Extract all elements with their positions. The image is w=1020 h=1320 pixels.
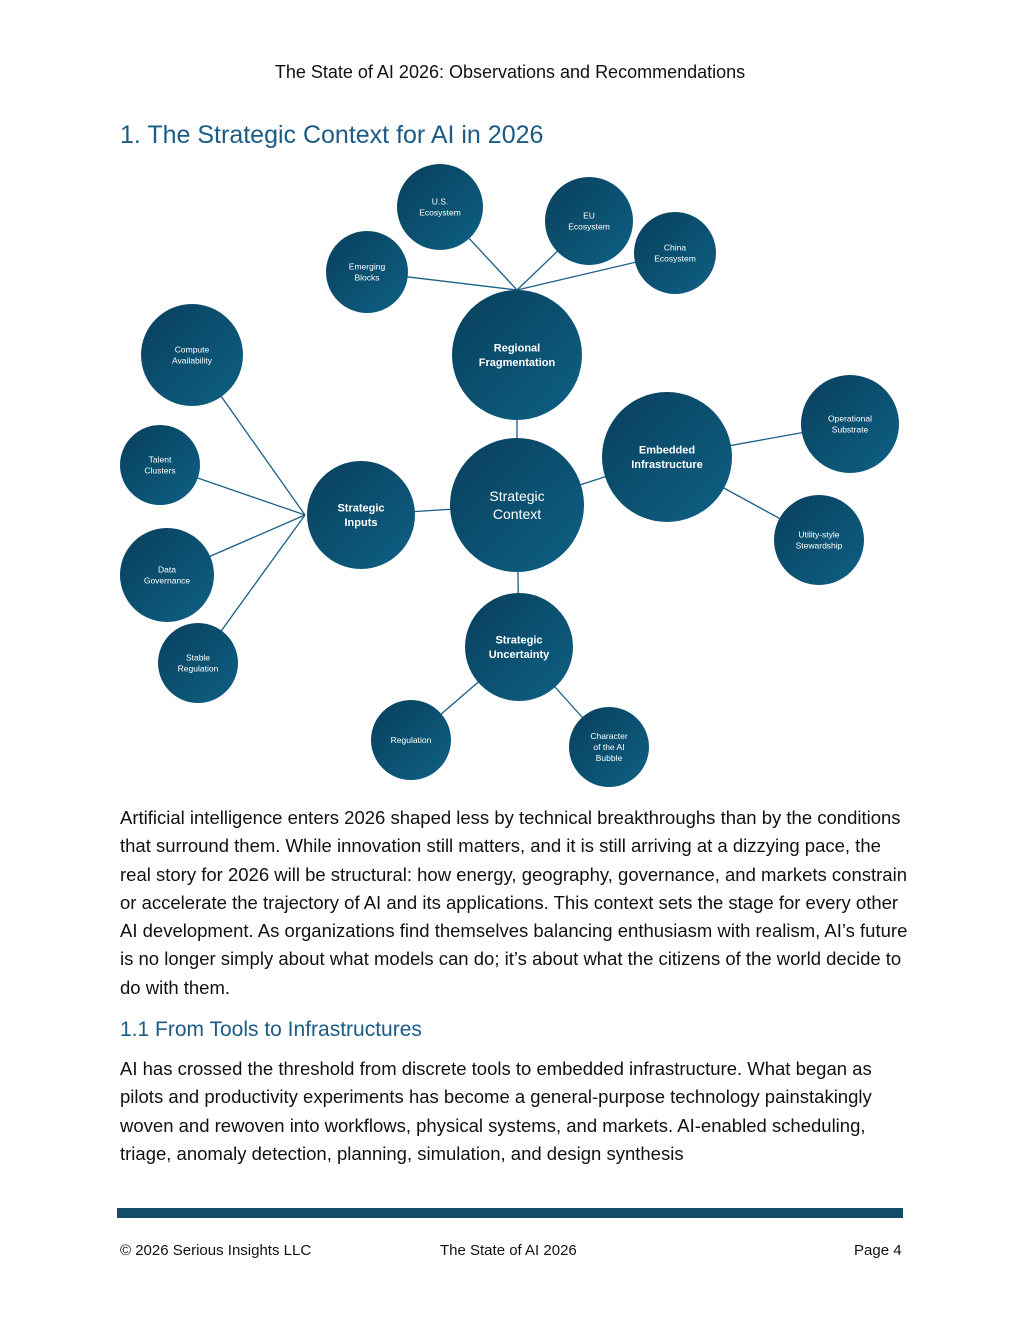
- node-label: Stable: [186, 652, 210, 662]
- node-label: Substrate: [832, 425, 869, 435]
- node-label: Fragmentation: [479, 357, 556, 369]
- node-label: Talent: [149, 454, 172, 464]
- node-circle: [158, 623, 238, 703]
- node-label: of the AI: [593, 742, 624, 752]
- node-label: Regulation: [178, 664, 219, 674]
- node-circle: [326, 231, 408, 313]
- node-regulation: Regulation: [371, 700, 451, 780]
- subsection-title: 1.1 From Tools to Infrastructures: [120, 1018, 422, 1041]
- node-circle: [120, 425, 200, 505]
- node-label: Ecosystem: [419, 208, 461, 218]
- node-circle: [371, 700, 451, 780]
- node-circle: [307, 461, 415, 569]
- node-circle: [801, 375, 899, 473]
- node-label: Context: [493, 506, 541, 522]
- running-header: The State of AI 2026: Observations and R…: [274, 62, 746, 82]
- node-label: Strategic: [337, 503, 384, 515]
- footer-divider: [117, 1208, 903, 1218]
- node-label: Uncertainty: [489, 649, 550, 661]
- node-label: Compute: [175, 344, 210, 354]
- node-label: EU: [583, 210, 595, 220]
- node-label: Availability: [172, 356, 213, 366]
- node-label: Ecosystem: [568, 222, 610, 232]
- footer-title: The State of AI 2026: [440, 1242, 577, 1259]
- node-label: Regulation: [391, 735, 432, 745]
- node-label: Strategic: [495, 635, 542, 647]
- section-title: 1. The Strategic Context for AI in 2026: [120, 121, 544, 149]
- node-circle: [120, 528, 214, 622]
- node-circle: [450, 438, 584, 572]
- node-label: Ecosystem: [654, 254, 696, 264]
- node-circle: [569, 707, 649, 787]
- node-label: U.S.: [432, 196, 449, 206]
- node-circle: [465, 593, 573, 701]
- node-label: Clusters: [144, 466, 175, 476]
- strategic-context-diagram: StrategicContextRegionalFragmentationStr…: [120, 164, 899, 787]
- node-label: Bubble: [596, 753, 623, 763]
- node-label: Strategic: [489, 488, 544, 504]
- node-label: Governance: [144, 576, 191, 586]
- node-us: U.S. Ecosystem: [397, 164, 483, 250]
- node-label: Data: [158, 564, 176, 574]
- body-paragraph-2: AI has crossed the threshold from discre…: [120, 1058, 872, 1164]
- footer-copyright: © 2026 Serious Insights LLC: [120, 1242, 312, 1259]
- node-label: Embedded: [639, 445, 695, 457]
- node-label: Emerging: [349, 261, 386, 271]
- node-label: Operational: [828, 413, 872, 423]
- node-circle: [397, 164, 483, 250]
- body-paragraph-1: Artificial intelligence enters 2026 shap…: [120, 807, 908, 998]
- node-label: Blocks: [354, 273, 379, 283]
- node-circle: [452, 290, 582, 420]
- node-circle: [634, 212, 716, 294]
- node-circle: [602, 392, 732, 522]
- footer-page-number: Page 4: [854, 1242, 902, 1259]
- node-label: Inputs: [345, 517, 378, 529]
- node-label: Utility-style: [798, 529, 839, 539]
- node-label: Stewardship: [796, 541, 843, 551]
- node-label: China: [664, 242, 686, 252]
- node-label: Character: [590, 731, 627, 741]
- node-circle: [774, 495, 864, 585]
- node-eu: EU Ecosystem: [545, 177, 633, 265]
- node-circle: [141, 304, 243, 406]
- node-label: Infrastructure: [631, 459, 703, 471]
- node-label: Regional: [494, 343, 540, 355]
- node-circle: [545, 177, 633, 265]
